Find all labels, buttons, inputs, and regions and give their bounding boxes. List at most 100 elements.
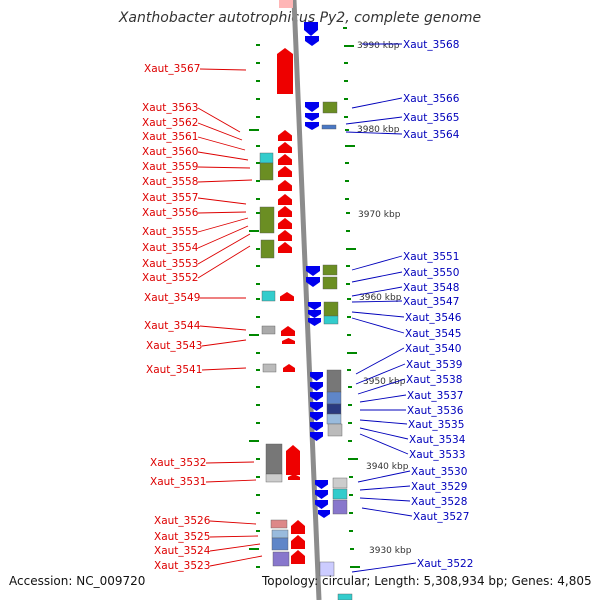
scale-tick bbox=[256, 162, 260, 164]
forward-gene-arrow bbox=[281, 326, 295, 336]
gene-label-right: Xaut_3537 bbox=[407, 390, 463, 402]
reverse-gene-arrow bbox=[304, 22, 318, 36]
gene-label-left: Xaut_3557 bbox=[142, 192, 198, 204]
leader-line bbox=[197, 225, 249, 249]
domain-box bbox=[259, 162, 274, 181]
reverse-gene-arrow bbox=[306, 277, 320, 287]
genome-title: Xanthobacter autotrophicus Py2, complete… bbox=[118, 10, 482, 26]
scale-tick bbox=[344, 80, 348, 82]
kbp-label: 3990 kbp bbox=[357, 41, 400, 51]
leader-line bbox=[197, 233, 251, 265]
leader-line bbox=[351, 300, 403, 303]
gene-label-right: Xaut_3535 bbox=[408, 419, 464, 431]
domain-box bbox=[322, 101, 338, 114]
scale-tick bbox=[346, 212, 350, 214]
domain-box bbox=[271, 537, 289, 551]
gene-label-left: Xaut_3523 bbox=[154, 560, 210, 572]
gene-label-left: Xaut_3567 bbox=[144, 63, 200, 75]
reverse-gene-arrow bbox=[310, 372, 323, 381]
gene-label-left: Xaut_3543 bbox=[146, 340, 202, 352]
forward-gene-arrow bbox=[282, 338, 295, 344]
gene-label-left: Xaut_3549 bbox=[144, 292, 200, 304]
gene-label-left: Xaut_3560 bbox=[142, 146, 198, 158]
leader-line bbox=[351, 562, 417, 573]
domain-box bbox=[270, 519, 288, 529]
leader-line bbox=[197, 179, 253, 183]
domain-box bbox=[326, 403, 342, 415]
domain-box bbox=[265, 443, 283, 475]
domain-box bbox=[319, 561, 335, 577]
scale-tick bbox=[347, 369, 351, 371]
scale-tick bbox=[256, 180, 260, 182]
kbp-label: 3960 kbp bbox=[359, 293, 402, 303]
leader-line bbox=[205, 479, 257, 483]
scale-tick bbox=[346, 283, 350, 285]
gene-label-left: Xaut_3526 bbox=[154, 515, 211, 527]
forward-gene-arrow bbox=[278, 230, 292, 241]
domain-box bbox=[327, 423, 343, 437]
gene-label-left: Xaut_3558 bbox=[142, 176, 198, 188]
forward-gene-arrow bbox=[280, 292, 294, 301]
scale-tick bbox=[349, 512, 353, 514]
leader-line bbox=[197, 217, 249, 233]
scale-tick bbox=[347, 334, 351, 336]
gene-label-right: Xaut_3522 bbox=[417, 558, 473, 570]
reverse-gene-arrow bbox=[315, 500, 328, 509]
domain-box bbox=[337, 593, 353, 600]
leader-line bbox=[197, 197, 247, 205]
reverse-gene-arrow bbox=[305, 102, 319, 112]
gene-label-left: Xaut_3555 bbox=[142, 226, 198, 238]
scale-tick bbox=[256, 512, 260, 514]
forward-gene-arrow bbox=[278, 218, 292, 229]
leader-line bbox=[197, 151, 249, 161]
kbp-label: 3950 kbp bbox=[363, 377, 406, 387]
scale-tick bbox=[345, 129, 349, 131]
leader-line bbox=[351, 271, 403, 283]
scale-tick bbox=[256, 369, 260, 371]
reverse-gene-arrow bbox=[310, 402, 323, 411]
scale-tick bbox=[256, 98, 260, 100]
gene-label-left: Xaut_3532 bbox=[150, 457, 206, 469]
scale-tick bbox=[348, 386, 352, 388]
domain-box bbox=[272, 551, 290, 567]
scale-tick bbox=[256, 265, 260, 267]
leader-line bbox=[357, 470, 411, 483]
scale-tick bbox=[344, 116, 348, 118]
gene-label-right: Xaut_3568 bbox=[403, 39, 459, 51]
gene-label-right: Xaut_3550 bbox=[403, 267, 459, 279]
reverse-gene-arrow bbox=[318, 510, 330, 518]
forward-gene-arrow bbox=[286, 445, 300, 475]
kbp-label: 3980 kbp bbox=[357, 125, 400, 135]
accession-text: Accession: NC_009720 bbox=[9, 574, 146, 588]
gene-label-left: Xaut_3563 bbox=[142, 102, 198, 114]
scale-tick bbox=[349, 494, 353, 496]
scale-tick bbox=[256, 145, 260, 147]
gene-label-right: Xaut_3528 bbox=[411, 496, 467, 508]
scale-tick bbox=[346, 230, 350, 232]
reverse-gene-arrow bbox=[310, 382, 323, 391]
chromosome-backbone bbox=[291, 0, 322, 600]
forward-gene-arrow bbox=[278, 180, 292, 191]
domain-box bbox=[321, 124, 337, 130]
scale-tick bbox=[256, 248, 260, 250]
scale-tick bbox=[256, 62, 260, 64]
scale-tick bbox=[256, 530, 260, 532]
gene-fragment-top bbox=[279, 0, 293, 8]
leader-line bbox=[205, 461, 255, 464]
domain-box bbox=[326, 391, 342, 405]
gene-label-left: Xaut_3554 bbox=[142, 242, 199, 254]
scale-tick bbox=[256, 476, 260, 478]
leader-line bbox=[351, 311, 405, 318]
scale-tick bbox=[344, 62, 348, 64]
gene-label-right: Xaut_3551 bbox=[403, 251, 459, 263]
leader-line bbox=[359, 497, 411, 502]
scale-tick bbox=[343, 27, 347, 29]
leader-line bbox=[209, 543, 261, 552]
reverse-gene-arrow bbox=[315, 490, 328, 499]
gene-label-left: Xaut_3525 bbox=[154, 531, 210, 543]
gene-label-right: Xaut_3538 bbox=[406, 374, 462, 386]
scale-tick bbox=[256, 44, 260, 46]
gene-label-left: Xaut_3524 bbox=[154, 545, 211, 557]
reverse-gene-arrow bbox=[306, 266, 320, 276]
